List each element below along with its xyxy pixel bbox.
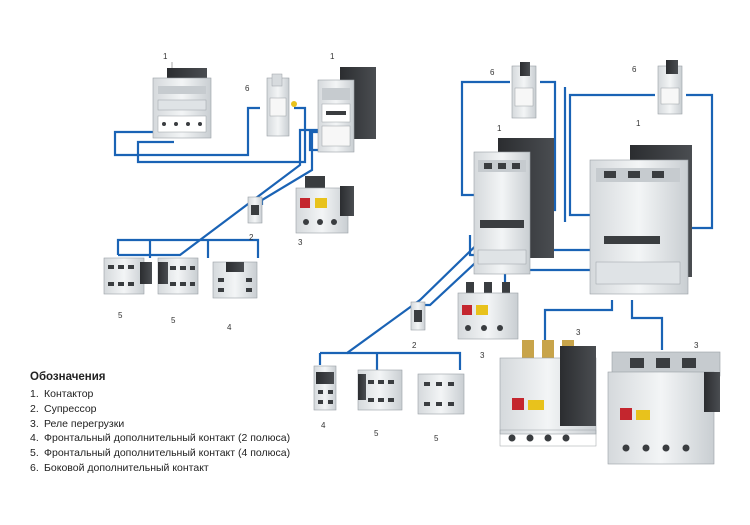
legend-item-number: 1.: [30, 388, 39, 400]
label-contactor-small-a: 1: [163, 52, 168, 61]
connector-line: [686, 93, 714, 230]
legend-item-number: 4.: [30, 432, 39, 445]
front-aux-4pole-d: [417, 373, 465, 415]
connector-line: [630, 300, 664, 350]
connector-line: [113, 106, 260, 157]
connector-line: [543, 300, 614, 340]
contactor-large-a: [473, 138, 554, 275]
contactor-small-a: [152, 68, 212, 139]
relay-b: [457, 282, 519, 340]
legend-item: 5. Фронтальный дополнительный контакт (4 …: [30, 446, 330, 461]
legend-item-text: Фронтальный дополнительный контакт (4 по…: [44, 447, 291, 460]
front-aux-2pole-a: [212, 261, 258, 299]
front-aux-4pole-b: [157, 257, 199, 295]
legend-item: 6. Боковой дополнительный контакт: [30, 461, 330, 476]
connector-line: [136, 106, 307, 164]
legend-item: 1. Контактор: [30, 387, 330, 402]
label-relay-a: 3: [298, 238, 303, 247]
label-side-contact-a: 6: [245, 84, 250, 93]
legend-item-number: 6.: [30, 461, 39, 474]
front-aux-4pole-c: [357, 369, 403, 411]
label-front4-a: 5: [118, 311, 123, 320]
legend-item-number: 2.: [30, 402, 39, 415]
connector-line: [116, 238, 260, 258]
connector-line: [460, 80, 510, 197]
suppressor-b: [410, 301, 426, 331]
label-front4-b: 5: [171, 316, 176, 325]
connector-line: [347, 351, 462, 370]
label-front4-c: 5: [374, 429, 379, 438]
label-contactor-large-b: 1: [636, 119, 641, 128]
side-contact-b: [511, 62, 537, 119]
legend-item-number: 5.: [30, 447, 39, 460]
label-suppressor-b: 2: [412, 341, 417, 350]
relay-a: [295, 176, 354, 234]
label-contactor-large-a: 1: [497, 124, 502, 133]
connector-line: [568, 93, 655, 217]
legend-item-text: Фронтальный дополнительный контакт (2 по…: [44, 432, 291, 445]
legend-item-text: Супрессор: [44, 402, 97, 415]
label-side-contact-b: 6: [490, 68, 495, 77]
legend-item-text: Боковой дополнительный контакт: [44, 461, 209, 474]
label-front2-b: 4: [321, 421, 326, 430]
side-contact-a: [266, 73, 297, 137]
label-front2-a: 4: [227, 323, 232, 332]
label-suppressor-a: 2: [249, 233, 254, 242]
legend-item: 3. Реле перегрузки: [30, 417, 330, 432]
front-aux-2pole-b: [313, 365, 337, 411]
connector-line: [320, 225, 497, 355]
label-contactor-small-b: 1: [330, 52, 335, 61]
legend-title: Обозначения: [30, 371, 106, 383]
number-labels: 1 1 6 2 3 5 5 4 6 6 1 1 2 3 3 3 4 5 5: [118, 52, 699, 443]
legend-item-number: 3.: [30, 417, 39, 430]
legend: Обозначения 1. Контактор 2. Супрессор 3. Ре…: [30, 371, 330, 476]
relay-large-b: [607, 351, 721, 465]
legend-item: 4. Фронтальный дополнительный контакт (2 …: [30, 431, 330, 446]
relay-large-a: [499, 340, 597, 447]
legend-item-text: Контактор: [44, 388, 94, 400]
label-relay-b: 3: [480, 351, 485, 360]
contactor-small-b: [317, 67, 376, 153]
suppressor-a: [247, 196, 263, 224]
label-side-contact-c: 6: [632, 65, 637, 74]
label-front4-d: 5: [434, 434, 439, 443]
connector-line: [118, 128, 320, 257]
label-relay-large-b: 3: [694, 341, 699, 350]
label-relay-large-a: 3: [576, 328, 581, 337]
legend-list: 1. Контактор 2. Супрессор 3. Реле перегрузк…: [30, 387, 330, 476]
contactor-large-b: [589, 145, 692, 295]
front-aux-4pole-a: [103, 257, 152, 295]
legend-item-text: Реле перегрузки: [44, 417, 125, 430]
legend-item: 2. Супрессор: [30, 402, 330, 417]
side-contact-c: [657, 60, 683, 115]
